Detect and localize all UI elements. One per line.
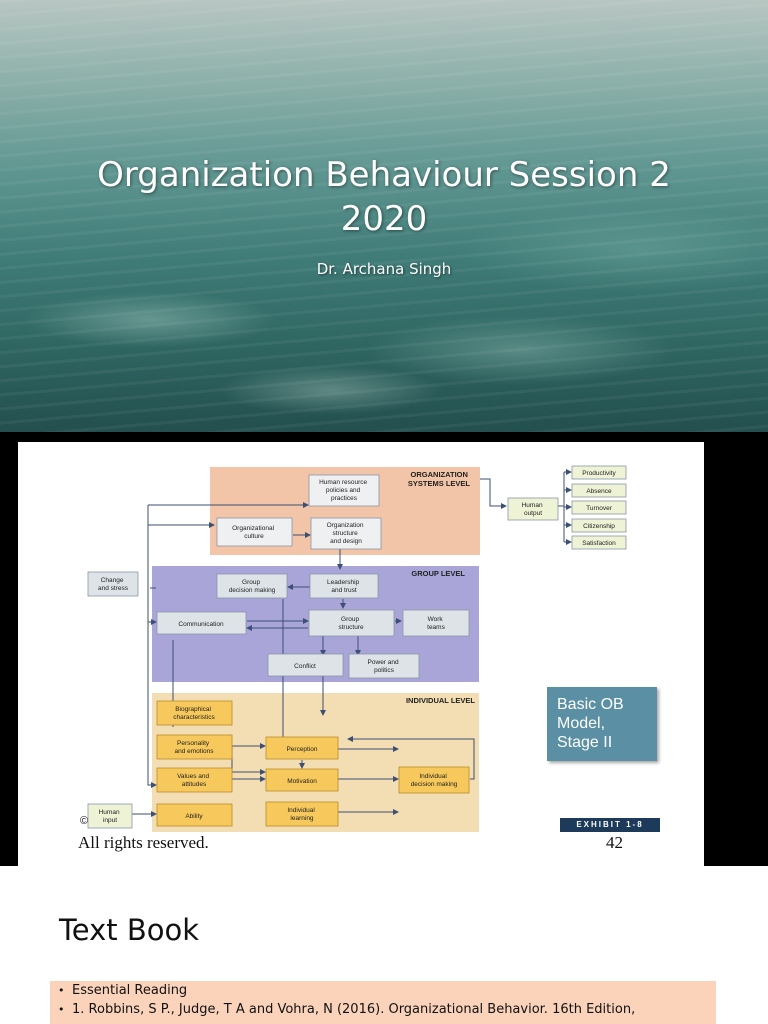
svg-text:Motivation: Motivation [287,778,317,785]
personality-box: Personality and emotions [156,734,233,760]
svg-text:Change and stress: Change and stress [98,577,129,592]
org-structure-box: Organization structure and design [310,517,382,550]
org-culture-box: Organizational culture [216,517,293,547]
svg-text:Values and attitudes: Values and attitudes [177,773,211,788]
group-structure-box: Group structure [308,609,395,637]
motivation-box: Motivation [265,768,339,792]
list-item: • Essential Reading [58,983,187,998]
svg-text:Work teams: Work teams [427,616,445,631]
svg-text:Conflict: Conflict [294,663,316,670]
work-teams-box: Work teams [402,609,470,637]
list-item: • 1. Robbins, S P., Judge, T A and Vohra,… [58,1002,635,1017]
presenter-name: Dr. Archana Singh [316,260,452,278]
human-input-box: Human input [87,803,133,829]
svg-text:Group decision makin: Group decision making [229,579,276,594]
svg-text:Group structure: Group structure [338,616,364,631]
output-list: Productivity Absence Turnover Citizenshi… [571,465,627,550]
presentation-title: Organization Behaviour Session 2 2020 [97,155,671,239]
ob-model-slide: ORGANIZATION SYSTEMS LEVEL GROUP LEVEL I… [0,432,768,866]
svg-text:Leadership and trust: Leadership and trust [327,579,361,594]
copyright-notice: All rights reserved. [78,833,209,852]
output-absence: Absence [586,488,612,495]
svg-text:Power and politics: Power and politics [368,659,401,674]
copyright-symbol: © [80,815,88,827]
leadership-box: Leadership and trust [309,573,379,599]
values-box: Values and attitudes [156,767,233,793]
bullet-icon: • [58,984,65,997]
output-citizenship: Citizenship [583,523,615,530]
reading-item-text: Essential Reading [72,983,188,998]
group-decision-box: Group decision making [216,573,288,599]
ob-model-diagram: ORGANIZATION SYSTEMS LEVEL GROUP LEVEL I… [80,465,627,832]
svg-text:Biographical charact: Biographical characteristics [173,706,215,721]
reading-item-text: 1. Robbins, S P., Judge, T A and Vohra, … [72,1002,636,1017]
title-slide: Organization Behaviour Session 2 2020 Dr… [0,0,768,432]
org-level-label: ORGANIZATION SYSTEMS LEVEL [408,470,471,488]
svg-text:Perception: Perception [286,746,317,753]
ob-model-image: ORGANIZATION SYSTEMS LEVEL GROUP LEVEL I… [18,442,704,866]
ability-box: Ability [156,803,233,827]
svg-text:Organization structu: Organization structure and design [327,522,366,545]
change-stress-box: Change and stress [87,571,139,597]
human-output-box: Human output [507,497,559,521]
individual-decision-box: Individual decision making [398,766,470,794]
svg-text:Human resource polic: Human resource policies and practices [319,479,369,502]
svg-text:Human input: Human input [99,809,122,824]
svg-text:Organizational cultu: Organizational culture [232,525,276,540]
svg-text:Communication: Communication [178,621,224,628]
hr-box: Human resource policies and practices [308,474,380,507]
slide-title: Text Book [59,913,200,947]
output-productivity: Productivity [582,470,616,477]
biographical-box: Biographical characteristics [156,700,233,726]
page-number: 42 [606,833,623,852]
svg-text:Human output: Human output [522,502,545,517]
perception-box: Perception [265,736,339,760]
exhibit-tag: EXHIBIT 1-8 [560,818,660,832]
reading-list: • Essential Reading • 1. Robbins, S P., Ju… [50,981,716,1024]
text-book-slide: Text Book • Essential Reading • 1. Robbins… [0,866,768,1024]
conflict-box: Conflict [267,653,344,677]
svg-text:Individual decision: Individual decision making [411,773,458,788]
individual-learning-box: Individual learning [265,801,339,827]
water-background [0,0,768,432]
communication-box: Communication [156,611,247,635]
ob-model-label: Basic OB Model, Stage II [547,687,657,761]
individual-level-label: INDIVIDUAL LEVEL [406,696,475,705]
svg-text:Personality and emot: Personality and emotions [174,740,214,755]
output-turnover: Turnover [586,505,613,512]
group-level-label: GROUP LEVEL [411,569,465,578]
svg-text:Individual learning: Individual learning [287,807,316,822]
bullet-icon: • [58,1003,65,1016]
output-satisfaction: Satisfaction [582,540,616,547]
svg-text:Ability: Ability [185,813,203,820]
power-politics-box: Power and politics [348,653,420,679]
